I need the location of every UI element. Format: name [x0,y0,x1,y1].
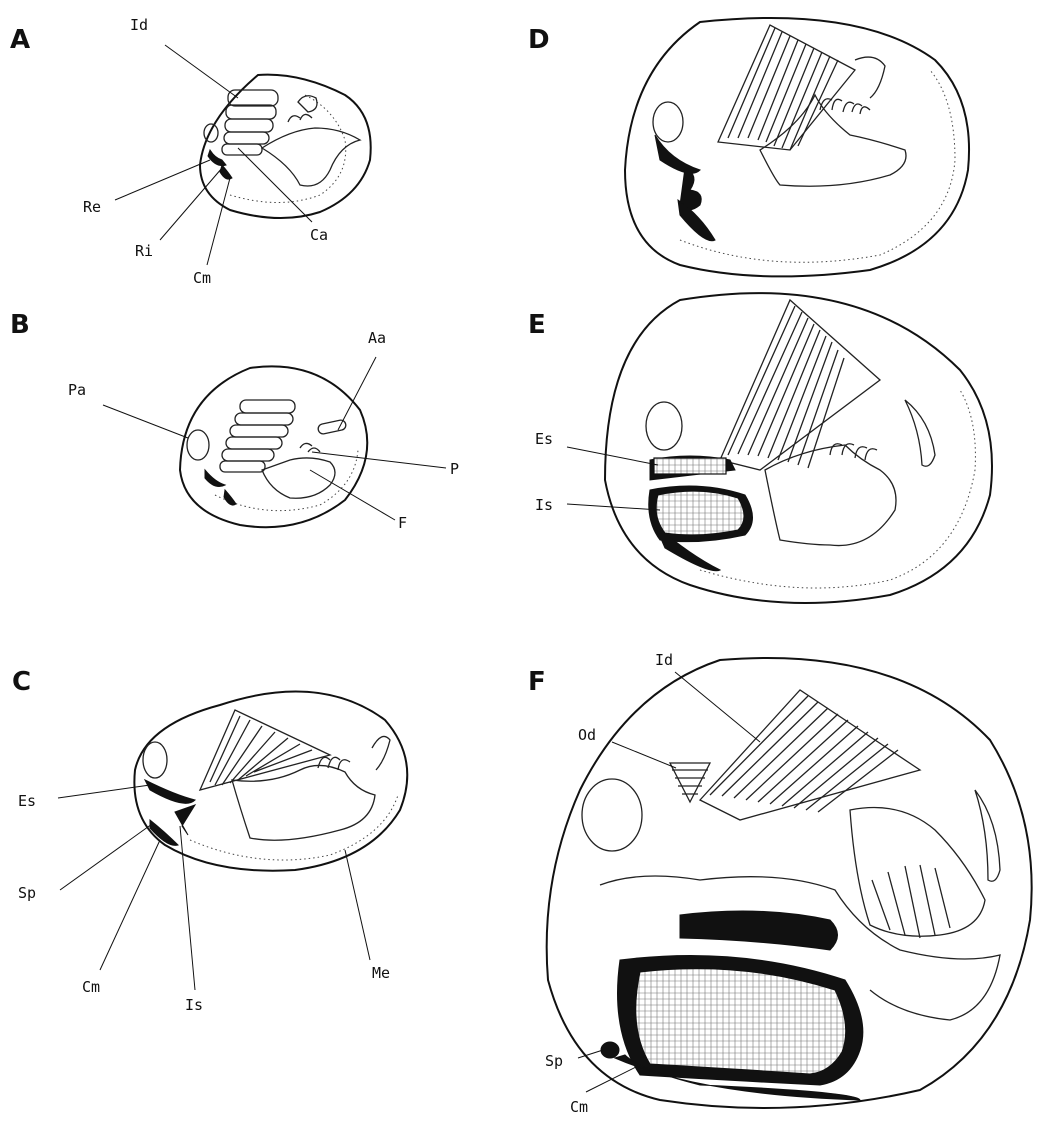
label-e-is: Is [535,496,553,514]
panel-a-posterior-adductor [204,124,218,142]
label-b-pa: Pa [68,381,86,399]
leader-c-is [180,826,195,990]
label-a-ri: Ri [135,242,153,260]
label-b-p: P [450,460,459,478]
label-c-cm: Cm [82,978,100,996]
leader-f-od [612,742,676,768]
leader-f-cm [586,1065,640,1092]
leader-c-cm [100,840,160,970]
panel-c-inhalant-siphon [175,805,195,835]
panel-c-anterior-adductor [372,736,390,770]
panel-e-foot [765,445,896,546]
panel-d-posterior-adductor [653,102,683,142]
panel-letter-b: B [10,310,30,340]
panel-b-outline [180,366,367,527]
panel-e-posterior-adductor [646,402,682,450]
panel-e-inhalant-siphon [656,491,744,535]
leader-c-me [345,850,370,960]
panel-f-siphon-lumen [636,969,846,1074]
panel-e: E Es Is [528,293,992,603]
panel-f-anterior-adductor [975,790,1000,881]
label-f-cm: Cm [570,1098,588,1116]
leader-b-p [312,452,446,468]
label-c-me: Me [372,964,390,982]
label-c-is: Is [185,996,203,1014]
panel-c: C Es Sp Cm Is Me [12,667,407,1014]
leader-a-ri [160,168,222,240]
label-c-es: Es [18,792,36,810]
panel-d: D [528,18,969,276]
label-b-aa: Aa [368,329,386,347]
panel-b-mantle-fold [205,470,225,486]
label-a-ca: Ca [310,226,328,244]
panel-d-outline [625,18,969,276]
panel-e-gill-lamellae [720,300,880,470]
panel-d-foot [760,95,906,186]
leader-b-f [310,470,395,520]
leader-b-pa [103,405,188,438]
panel-e-exhalant-siphon [654,458,726,474]
leader-e-es [567,447,658,465]
panel-letter-e: E [528,310,546,340]
label-c-sp: Sp [18,884,36,902]
panel-b-posterior-adductor [187,430,209,460]
panel-a: A Id Re Ri Ca Cm [10,16,371,287]
panel-f-foot [850,808,985,937]
label-a-id: Id [130,16,148,34]
label-f-id: Id [655,651,673,669]
panel-d-anterior-adductor [855,57,885,98]
panel-f: F Id Od Sp Cm [528,651,1032,1116]
panel-b-gill-lamellae [220,400,295,472]
panel-f-upper-siphon [680,911,838,950]
label-a-cm: Cm [193,269,211,287]
panel-a-mesoderm [230,95,346,203]
panel-c-siphon-process [150,820,178,845]
leader-c-sp [60,824,152,890]
leader-a-cm [207,178,230,265]
panel-e-anterior-adductor [905,400,935,466]
panel-letter-d: D [528,25,550,55]
label-e-es: Es [535,430,553,448]
panel-c-foot [232,765,375,840]
leader-a-id [165,45,238,98]
label-f-od: Od [578,726,596,744]
panel-a-foot [262,128,360,186]
leader-f-id [675,672,760,742]
panel-letter-c: C [12,667,31,697]
panel-f-posterior-adductor [582,779,642,851]
panel-letter-f: F [528,667,546,697]
panel-b: B Pa Aa P F [10,310,459,532]
panel-letter-a: A [10,25,30,55]
leader-a-re [115,160,210,200]
panel-c-exhalant-siphon [145,780,195,803]
panel-a-gill-lamellae [222,90,278,155]
label-f-sp: Sp [545,1052,563,1070]
label-b-f: F [398,514,407,532]
panel-c-posterior-adductor [143,742,167,778]
panel-c-gill-lamellae [200,710,330,790]
panel-f-gill-lamellae [700,690,920,820]
label-a-re: Re [83,198,101,216]
panel-f-siphon-process [601,1042,619,1058]
